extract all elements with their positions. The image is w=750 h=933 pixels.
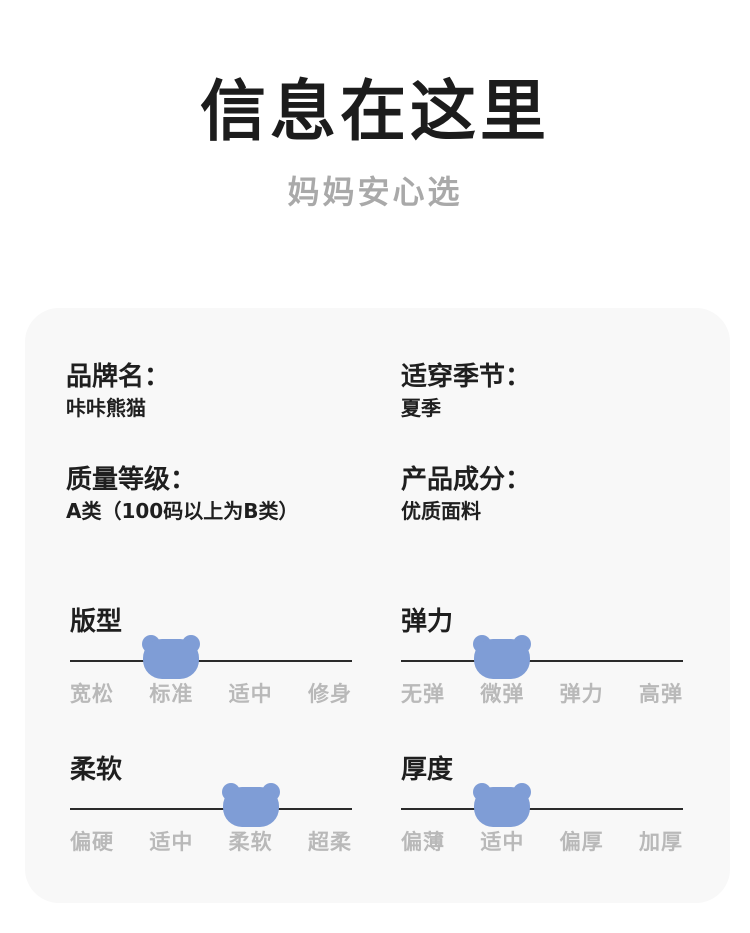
bear-head-icon-svg <box>221 783 280 827</box>
quality-label: 质量等级： <box>66 465 197 495</box>
bear-head-icon <box>141 633 201 681</box>
thickness-scale-options: 偏薄 适中 偏厚 加厚 <box>401 828 683 856</box>
bear-head-icon <box>221 781 281 829</box>
thickness-option-1: 偏薄 <box>401 830 445 854</box>
bear-head-icon-svg <box>142 635 201 679</box>
thickness-scale-title: 厚度 <box>401 755 454 785</box>
elasticity-scale-title: 弹力 <box>401 607 454 637</box>
thickness-scale-track <box>401 808 683 810</box>
fit-option-4: 修身 <box>307 682 352 706</box>
softness-scale-title: 柔软 <box>70 755 123 785</box>
season-info: 适穿季节： 夏季 <box>401 360 721 422</box>
material-label: 产品成分： <box>401 465 532 495</box>
softness-option-4: 超柔 <box>307 830 352 854</box>
brand-info: 品牌名： 咔咔熊猫 <box>66 360 386 422</box>
bear-head-icon-svg <box>473 635 532 679</box>
softness-scale: 柔软 偏硬 适中 柔软 超柔 <box>70 753 360 893</box>
elasticity-option-3: 弹力 <box>559 682 604 706</box>
fit-scale-track <box>70 660 352 662</box>
material-value: 优质面料 <box>401 499 481 523</box>
elasticity-scale-track <box>401 660 683 662</box>
page-title: 信息在这里 <box>200 73 550 150</box>
material-info: 产品成分： 优质面料 <box>401 463 721 525</box>
fit-scale: 版型 宽松 标准 适中 修身 <box>70 605 360 745</box>
thickness-option-3: 偏厚 <box>559 830 604 854</box>
bear-head-icon <box>472 633 532 681</box>
thickness-option-2: 适中 <box>480 830 525 854</box>
fit-option-1: 宽松 <box>70 682 114 706</box>
elasticity-option-2: 微弹 <box>480 682 525 706</box>
softness-scale-track <box>70 808 352 810</box>
brand-label: 品牌名： <box>66 362 171 392</box>
elasticity-scale-options: 无弹 微弹 弹力 高弹 <box>401 680 683 708</box>
fit-option-2: 标准 <box>149 682 194 706</box>
info-card: 品牌名： 咔咔熊猫 适穿季节： 夏季 质量等级： A类（100码以上为B类） 产… <box>25 308 730 903</box>
softness-option-1: 偏硬 <box>70 830 114 854</box>
season-label: 适穿季节： <box>401 362 532 392</box>
season-value: 夏季 <box>401 396 441 420</box>
page-subtitle: 妈妈安心选 <box>287 173 463 211</box>
quality-info: 质量等级： A类（100码以上为B类） <box>66 463 386 525</box>
thickness-scale: 厚度 偏薄 适中 偏厚 加厚 <box>401 753 691 893</box>
softness-option-2: 适中 <box>149 830 194 854</box>
bear-head-icon <box>472 781 532 829</box>
softness-option-3: 柔软 <box>228 830 273 854</box>
elasticity-option-1: 无弹 <box>401 682 445 706</box>
quality-value: A类（100码以上为B类） <box>66 499 299 523</box>
fit-scale-title: 版型 <box>70 607 123 637</box>
bear-head-icon-svg <box>473 783 532 827</box>
elasticity-scale: 弹力 无弹 微弹 弹力 高弹 <box>401 605 691 745</box>
elasticity-option-4: 高弹 <box>638 682 683 706</box>
softness-scale-options: 偏硬 适中 柔软 超柔 <box>70 828 352 856</box>
thickness-option-4: 加厚 <box>638 830 683 854</box>
fit-option-3: 适中 <box>228 682 273 706</box>
brand-value: 咔咔熊猫 <box>66 396 146 420</box>
fit-scale-options: 宽松 标准 适中 修身 <box>70 680 352 708</box>
